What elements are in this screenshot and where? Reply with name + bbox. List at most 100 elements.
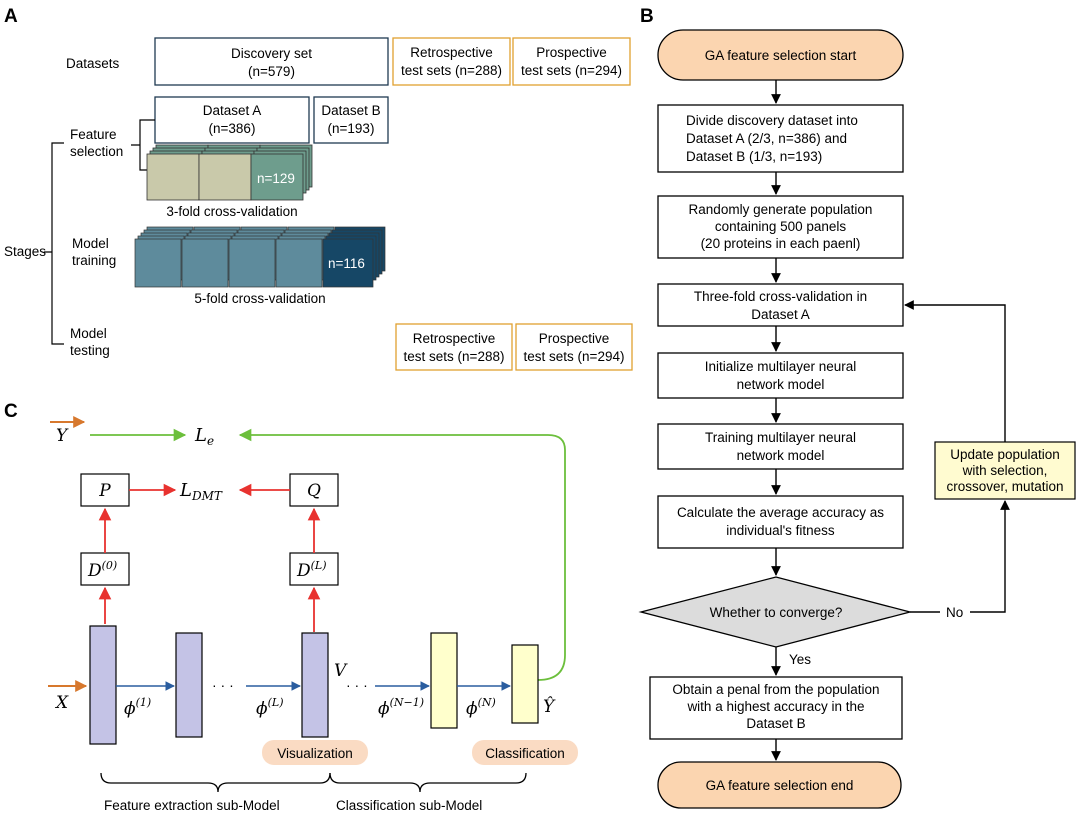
dataset-b-line1: Dataset B [321, 103, 380, 118]
layer-bar-n1 [430, 632, 458, 729]
step-divide [657, 104, 904, 173]
classification-sub-label: Classification sub-Model [336, 798, 482, 813]
step-initialize [657, 352, 904, 399]
y-label: Y [56, 426, 69, 446]
dataset-a-box [154, 96, 310, 144]
ga-start-label: GA feature selection start [705, 48, 857, 63]
retrospective-line2: test sets (n=288) [401, 63, 502, 78]
classification-badge [472, 740, 578, 765]
retrospective-box-2 [395, 323, 513, 371]
prospective-line1: Prospective [536, 45, 607, 60]
q-box [289, 473, 339, 507]
phin1-label: ϕ(N−1) [378, 696, 424, 719]
update-line2: with selection, [962, 463, 1048, 478]
prospective2-line1: Prospective [539, 331, 610, 346]
discovery-set-box [154, 37, 389, 86]
step-divide-line3: Dataset B (1/3, n=193) [686, 149, 822, 164]
step-obtain-line1: Obtain a penal from the population [672, 682, 879, 697]
retrospective-line1: Retrospective [410, 45, 493, 60]
v-label: V [334, 661, 348, 681]
dl-box [289, 552, 339, 586]
phin-label: ϕ(N) [466, 696, 496, 719]
retrospective2-line1: Retrospective [413, 331, 496, 346]
layer-bar-input [89, 625, 117, 745]
p-box [80, 473, 130, 507]
panel-b: B GA feature selection start Divide disc… [638, 6, 1076, 809]
layer-bar-out [511, 644, 539, 724]
step-generate-line1: Randomly generate population [689, 202, 873, 217]
step-obtain [649, 676, 903, 740]
prospective-box [512, 37, 631, 86]
model-testing-line1: Model [70, 326, 107, 341]
layer-bar-l [301, 632, 329, 738]
dots-1: · · · [212, 677, 234, 693]
dl-label: D(L) [296, 559, 327, 581]
step-divide-line2: Dataset A (2/3, n=386) and [686, 131, 847, 146]
step-threefold-line1: Three-fold cross-validation in [694, 289, 867, 304]
d0-label: D(0) [87, 559, 117, 581]
retrospective2-line2: test sets (n=288) [404, 349, 505, 364]
visualization-label: Visualization [277, 746, 353, 761]
step-generate [657, 195, 904, 259]
fold3-count: n=129 [257, 171, 295, 186]
arrow-update-step3 [904, 300, 1006, 442]
step-threefold-line2: Dataset A [751, 307, 810, 322]
classification-label: Classification [485, 746, 565, 761]
step-fitness [657, 495, 904, 549]
no-label: No [946, 605, 963, 620]
retrospective-box [392, 37, 511, 86]
step-generate-line2: containing 500 panels [715, 219, 847, 234]
visualization-badge [262, 740, 368, 765]
ga-end-label: GA feature selection end [706, 778, 854, 793]
step-obtain-line3: Dataset B [746, 716, 805, 731]
discovery-set-line1: Discovery set [231, 46, 312, 61]
ldmt-label: LDMT [179, 480, 223, 503]
datasets-label: Datasets [66, 56, 120, 71]
feature-selection-line2: selection [70, 144, 123, 159]
dataset-a-line2: (n=386) [209, 121, 256, 136]
panel-a-letter: A [4, 6, 18, 27]
step-initialize-line2: network model [737, 377, 825, 392]
p-label: P [98, 481, 111, 501]
fold5-count: n=116 [328, 256, 365, 271]
panel-c: C Y Le P Q LDMT D(0) D(L) X [4, 401, 578, 813]
yes-label: Yes [789, 652, 811, 667]
dataset-a-line1: Dataset A [203, 103, 262, 118]
stages-bracket [44, 142, 64, 345]
decision-label: Whether to converge? [710, 605, 843, 620]
step-fitness-line2: individual's fitness [726, 523, 835, 538]
model-testing-line2: testing [70, 343, 110, 358]
step-training-line2: network model [737, 448, 825, 463]
layer-bar-2 [175, 632, 203, 738]
step-obtain-line2: with a highest accuracy in the [686, 699, 864, 714]
step-fitness-line1: Calculate the average accuracy as [677, 505, 884, 520]
step-initialize-line1: Initialize multilayer neural [705, 359, 857, 374]
dots-2: · · · [346, 677, 368, 693]
prospective2-line2: test sets (n=294) [524, 349, 625, 364]
phi1-label: ϕ(1) [124, 696, 151, 719]
panel-b-letter: B [640, 6, 654, 27]
step-training-line1: Training multilayer neural [705, 430, 856, 445]
dataset-b-line2: (n=193) [328, 121, 375, 136]
update-population-box [934, 441, 1076, 500]
update-line3: crossover, mutation [946, 479, 1063, 494]
ga-end [657, 761, 902, 809]
step-divide-line1: Divide discovery dataset into [686, 113, 858, 128]
stages-label: Stages [4, 244, 46, 259]
ga-start [657, 29, 904, 81]
update-line1: Update population [950, 447, 1060, 462]
dataset-b-box [313, 96, 389, 144]
q-label: Q [307, 481, 321, 501]
three-fold-cv [146, 144, 313, 201]
phil-label: ϕ(L) [256, 696, 283, 719]
panel-a: A Datasets Discovery set (n=579) Retrosp… [4, 6, 633, 371]
panel-c-letter: C [4, 401, 18, 422]
step-training [657, 423, 904, 470]
step-threefold [657, 283, 904, 327]
feature-extraction-label: Feature extraction sub-Model [104, 798, 280, 813]
x-label: X [54, 693, 69, 713]
feature-selection-line1: Feature [70, 127, 117, 142]
yhat-to-le-arrow [238, 428, 566, 681]
classification-brace [329, 772, 527, 793]
